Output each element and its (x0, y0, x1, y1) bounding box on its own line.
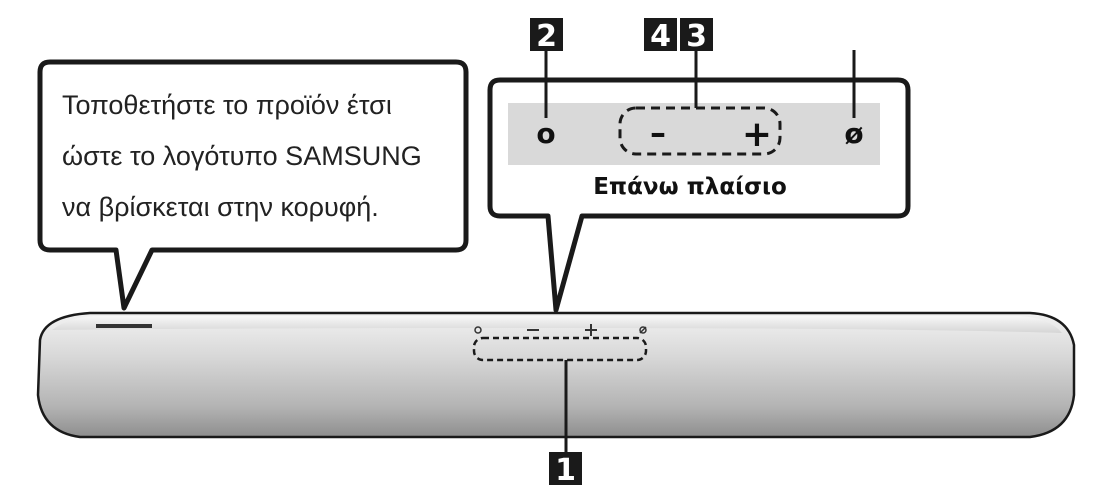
badge-2: 2 (530, 18, 563, 54)
callout-line-3: να βρίσκεται στην κορυφή. (62, 192, 379, 222)
volume-up-icon: + (742, 114, 772, 155)
callout-left: Τοποθετήστε το προϊόν έτσι ώστε το λογότ… (37, 59, 469, 311)
svg-text:2: 2 (536, 19, 557, 54)
soundbar-control-area-outline (472, 336, 648, 362)
callout-line-1: Τοποθετήστε το προϊόν έτσι (62, 90, 392, 120)
badge-3: 3 (680, 18, 713, 54)
soundbar-button-marks (474, 324, 647, 336)
leader-lines-top (544, 50, 856, 118)
volume-buttons-outline (618, 106, 782, 156)
soundbar (36, 311, 1076, 452)
svg-text:1: 1 (555, 453, 576, 488)
samsung-logo-mark (96, 324, 152, 328)
top-panel-title: Επάνω πλαίσιο (593, 174, 787, 200)
top-panel-surface (508, 103, 880, 165)
callout-line-2: ώστε το λογότυπο SAMSUNG (62, 141, 422, 171)
power-button-icon: o (536, 117, 555, 150)
callout-top-panel: o – + ø Επάνω πλαίσιο (487, 77, 911, 313)
badge-4: 4 (644, 18, 677, 54)
svg-text:3: 3 (686, 19, 707, 54)
svg-text:4: 4 (650, 19, 671, 54)
badge-1: 1 (549, 452, 582, 488)
mic-off-icon: ø (844, 117, 863, 150)
volume-down-icon: – (650, 114, 666, 152)
